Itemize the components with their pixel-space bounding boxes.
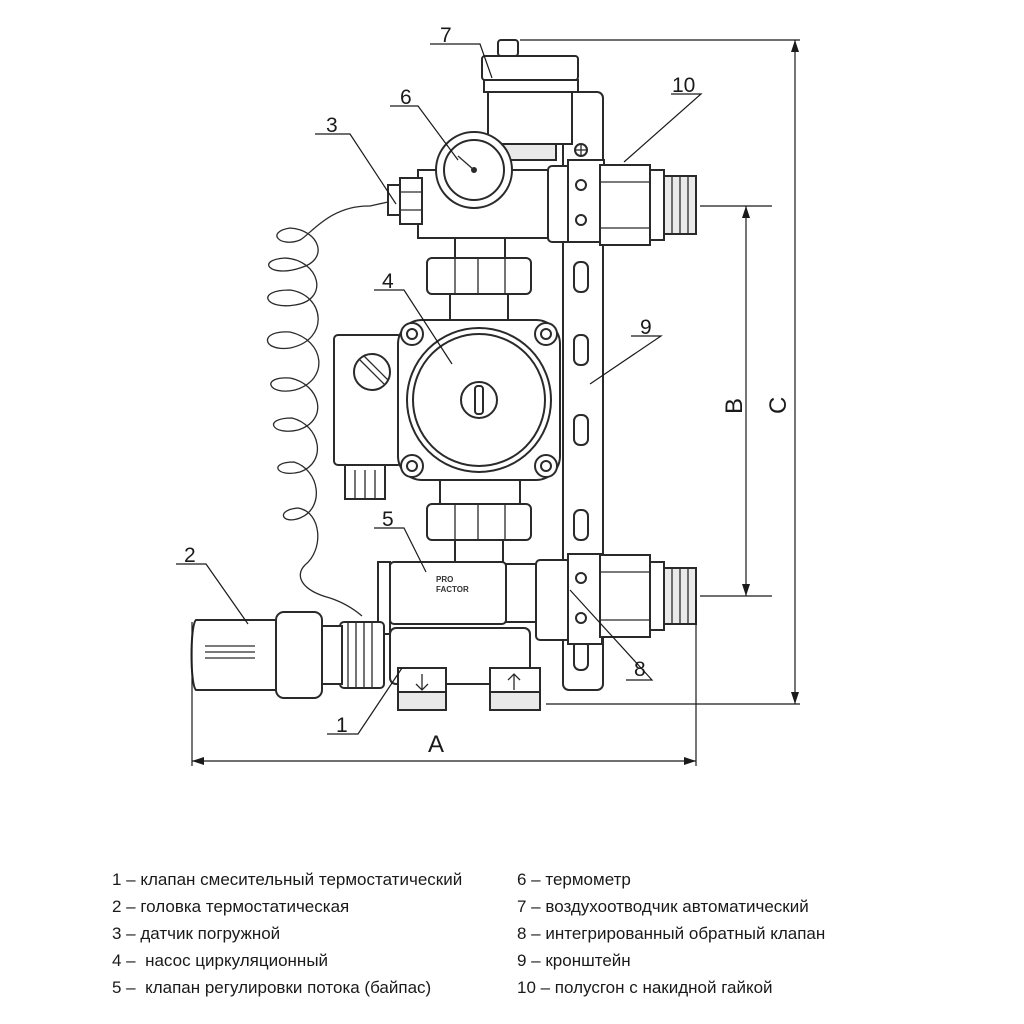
callout-10: 10 [672, 74, 695, 97]
legend-item: 5 – клапан регулировки потока (байпас) [112, 978, 432, 997]
lower-manifold [389, 553, 697, 711]
legend-item: 2 – головка термостатическая [112, 897, 350, 916]
legend-left: 1 – клапан смесительный термостатический… [112, 866, 462, 1001]
callout-6: 6 [400, 86, 412, 109]
callout-5: 5 [382, 508, 394, 531]
dimension-c: C [520, 39, 800, 705]
callout-9: 9 [640, 316, 652, 339]
legend-right: 6 – термометр 7 – воздухоотводчик автома… [517, 866, 825, 1001]
dimension-a: A [191, 600, 697, 766]
immersion-sensor [266, 177, 423, 617]
callout-leaders [176, 43, 703, 735]
legend-item: 4 – насос циркуляционный [112, 951, 329, 970]
dimension-a-label: A [428, 731, 444, 758]
legend-item: 3 – датчик погружной [112, 924, 281, 943]
bypass-valve: PRO FACTOR [377, 561, 541, 635]
upper-union [426, 257, 532, 321]
callout-8: 8 [634, 658, 646, 681]
callout-2: 2 [184, 544, 196, 567]
legend-item: 8 – интегрированный обратный клапан [517, 924, 826, 943]
dimension-b: B [700, 205, 772, 597]
air-vent [481, 39, 579, 161]
callout-3: 3 [326, 114, 338, 137]
callout-labels: 7 6 3 10 4 9 5 8 2 1 [184, 24, 695, 737]
brand-label-sub: FACTOR [436, 585, 469, 594]
thermometer [435, 131, 513, 209]
brand-label: PRO [436, 575, 453, 584]
upper-manifold [417, 159, 697, 261]
thermostatic-head [190, 611, 385, 699]
callout-4: 4 [382, 270, 394, 293]
mixing-unit-drawing: PRO FACTOR [176, 24, 800, 766]
dimension-c-label: C [765, 397, 792, 414]
legend-item: 9 – кронштейн [517, 951, 631, 970]
legend-item: 1 – клапан смесительный термостатический [112, 870, 463, 889]
legend-item: 7 – воздухоотводчик автоматический [517, 897, 809, 916]
dimension-b-label: B [721, 398, 748, 414]
legend-item: 10 – полусгон с накидной гайкой [517, 978, 773, 997]
legend-item: 6 – термометр [517, 870, 631, 889]
callout-7: 7 [440, 24, 452, 47]
callout-1: 1 [336, 714, 348, 737]
circulation-pump [333, 319, 561, 505]
lower-union [426, 503, 532, 565]
